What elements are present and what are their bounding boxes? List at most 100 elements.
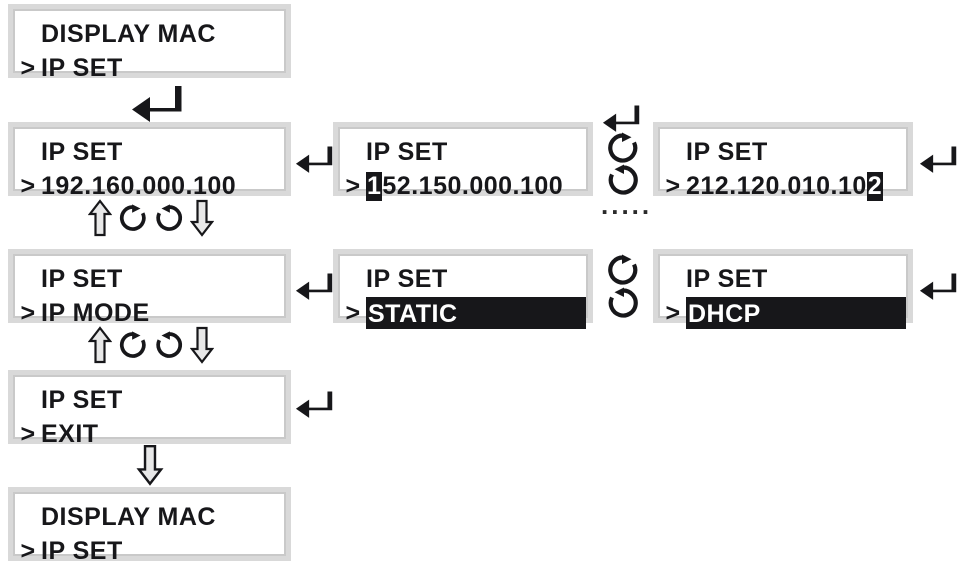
rotate-cw-glyph xyxy=(608,254,638,285)
lcd-title-text: IP SET xyxy=(41,385,123,414)
rotate-ccw-glyph xyxy=(608,164,638,195)
lcd-title-text: IP SET xyxy=(366,264,448,293)
down-arrow-glyph xyxy=(136,444,164,486)
lcd-panel-ip-mode-dhcp: IP SET > DHCP xyxy=(653,249,913,329)
nav-arrow-group-address-to-mode xyxy=(87,198,215,240)
enter-arrow-glyph xyxy=(295,391,333,418)
lcd-line-1: IP SET xyxy=(15,383,284,417)
enter-arrow-glyph xyxy=(295,146,333,173)
lcd-panel-ip-mode: IP SET > IP MODE xyxy=(8,249,291,327)
lcd-selection-bar-fill xyxy=(459,297,586,329)
selection-caret: > xyxy=(665,171,681,200)
lcd-line-2: > IP MODE xyxy=(15,296,284,330)
lcd-panel-display-mac-top: DISPLAY MAC > IP SET xyxy=(8,4,291,82)
lcd-title-text: IP SET xyxy=(366,137,448,166)
rotate-cw-arrow-icon xyxy=(603,253,643,287)
lcd-line-2: > IP SET xyxy=(15,534,284,568)
enter-arrow-icon xyxy=(917,267,961,305)
lcd-line-2: > EXIT xyxy=(15,417,284,451)
lcd-title-text: IP SET xyxy=(686,137,768,166)
lcd-screen: DISPLAY MAC > IP SET xyxy=(13,9,286,82)
selection-caret: > xyxy=(20,298,36,327)
lcd-screen: IP SET > 192.160.000.100 xyxy=(13,127,286,200)
selection-caret: > xyxy=(345,171,361,200)
lcd-line-1: IP SET xyxy=(340,262,586,296)
lcd-line-1: DISPLAY MAC xyxy=(15,500,284,534)
enter-arrow-icon xyxy=(293,385,337,423)
lcd-line-1: IP SET xyxy=(660,262,906,296)
lcd-menu-item-text: IP SET xyxy=(41,53,123,82)
lcd-line-1: IP SET xyxy=(660,135,906,169)
lcd-screen: IP SET > EXIT xyxy=(13,375,286,448)
rotate-cw-glyph xyxy=(608,132,638,163)
lcd-panel-ip-set-exit: IP SET > EXIT xyxy=(8,370,291,448)
enter-arrow-glyph xyxy=(295,273,333,300)
selection-caret: > xyxy=(20,419,36,448)
lcd-title-text: DISPLAY MAC xyxy=(41,502,216,531)
rotate-ccw-glyph xyxy=(608,287,638,318)
lcd-menu-item-text: EXIT xyxy=(41,419,99,448)
lcd-line-2: > 192.160.000.100 xyxy=(15,169,284,203)
rotate-ccw-arrow-icon xyxy=(154,328,184,367)
rotate-cw-glyph xyxy=(119,330,146,358)
lcd-line-2: > IP SET xyxy=(15,51,284,85)
lcd-line-1: IP SET xyxy=(340,135,586,169)
lcd-selection-bar-fill xyxy=(762,297,906,329)
lcd-line-1: DISPLAY MAC xyxy=(15,17,284,51)
rotate-cw-arrow-icon xyxy=(603,131,643,165)
lcd-ip-address-text: 192.160.000.100 xyxy=(41,171,237,200)
rotate-cw-glyph xyxy=(119,203,146,231)
selection-caret: > xyxy=(20,536,36,565)
enter-arrow-icon xyxy=(600,103,644,133)
up-arrow-glyph xyxy=(87,198,113,236)
down-arrow-glyph xyxy=(189,199,215,237)
rotate-ccw-glyph xyxy=(156,330,183,358)
lcd-panel-ip-mode-static: IP SET > STATIC xyxy=(333,249,593,329)
up-arrow-glyph xyxy=(87,325,113,363)
lcd-title-text: IP SET xyxy=(686,264,768,293)
selection-caret: > xyxy=(20,53,36,82)
lcd-selected-option-text: STATIC xyxy=(366,297,460,329)
lcd-screen: IP SET > DHCP xyxy=(658,254,908,329)
lcd-screen: IP SET > STATIC xyxy=(338,254,588,329)
lcd-editing-digit-highlight: 1 xyxy=(366,171,383,201)
selection-caret: > xyxy=(665,298,681,327)
rotate-cw-arrow-icon xyxy=(118,328,148,367)
lcd-screen: DISPLAY MAC > IP SET xyxy=(13,492,286,565)
enter-arrow-glyph xyxy=(919,273,957,300)
lcd-line-1: IP SET xyxy=(15,135,284,169)
up-arrow-icon xyxy=(87,325,113,369)
lcd-screen: IP SET > IP MODE xyxy=(13,254,286,327)
enter-arrow-glyph xyxy=(132,86,182,122)
selection-caret: > xyxy=(20,171,36,200)
lcd-ip-address-text: 52.150.000.100 xyxy=(382,171,564,200)
lcd-line-2: > STATIC xyxy=(340,296,586,330)
lcd-menu-item-text: IP SET xyxy=(41,536,123,565)
ellipsis-steps-label: ..... xyxy=(601,190,653,220)
lcd-line-2: > DHCP xyxy=(660,296,906,330)
enter-arrow-glyph xyxy=(602,105,640,132)
down-arrow-icon xyxy=(189,326,215,369)
enter-arrow-icon xyxy=(293,267,337,305)
rotate-ccw-glyph xyxy=(156,203,183,231)
enter-arrow-icon xyxy=(128,84,188,122)
lcd-title-text: IP SET xyxy=(41,264,123,293)
rotate-ccw-arrow-icon xyxy=(603,286,643,320)
down-arrow-icon xyxy=(135,444,165,486)
lcd-ip-address-text: 212.120.010.10 xyxy=(686,171,867,200)
enter-arrow-glyph xyxy=(919,146,957,173)
nav-arrow-group-mode-to-exit xyxy=(87,325,215,369)
lcd-line-1: IP SET xyxy=(15,262,284,296)
rotate-ccw-arrow-icon xyxy=(603,163,643,197)
rotate-cw-arrow-icon xyxy=(118,201,148,240)
down-arrow-glyph xyxy=(189,326,215,364)
enter-arrow-icon xyxy=(293,140,337,178)
rotate-ccw-arrow-icon xyxy=(154,201,184,240)
lcd-panel-display-mac-bottom: DISPLAY MAC > IP SET xyxy=(8,487,291,565)
